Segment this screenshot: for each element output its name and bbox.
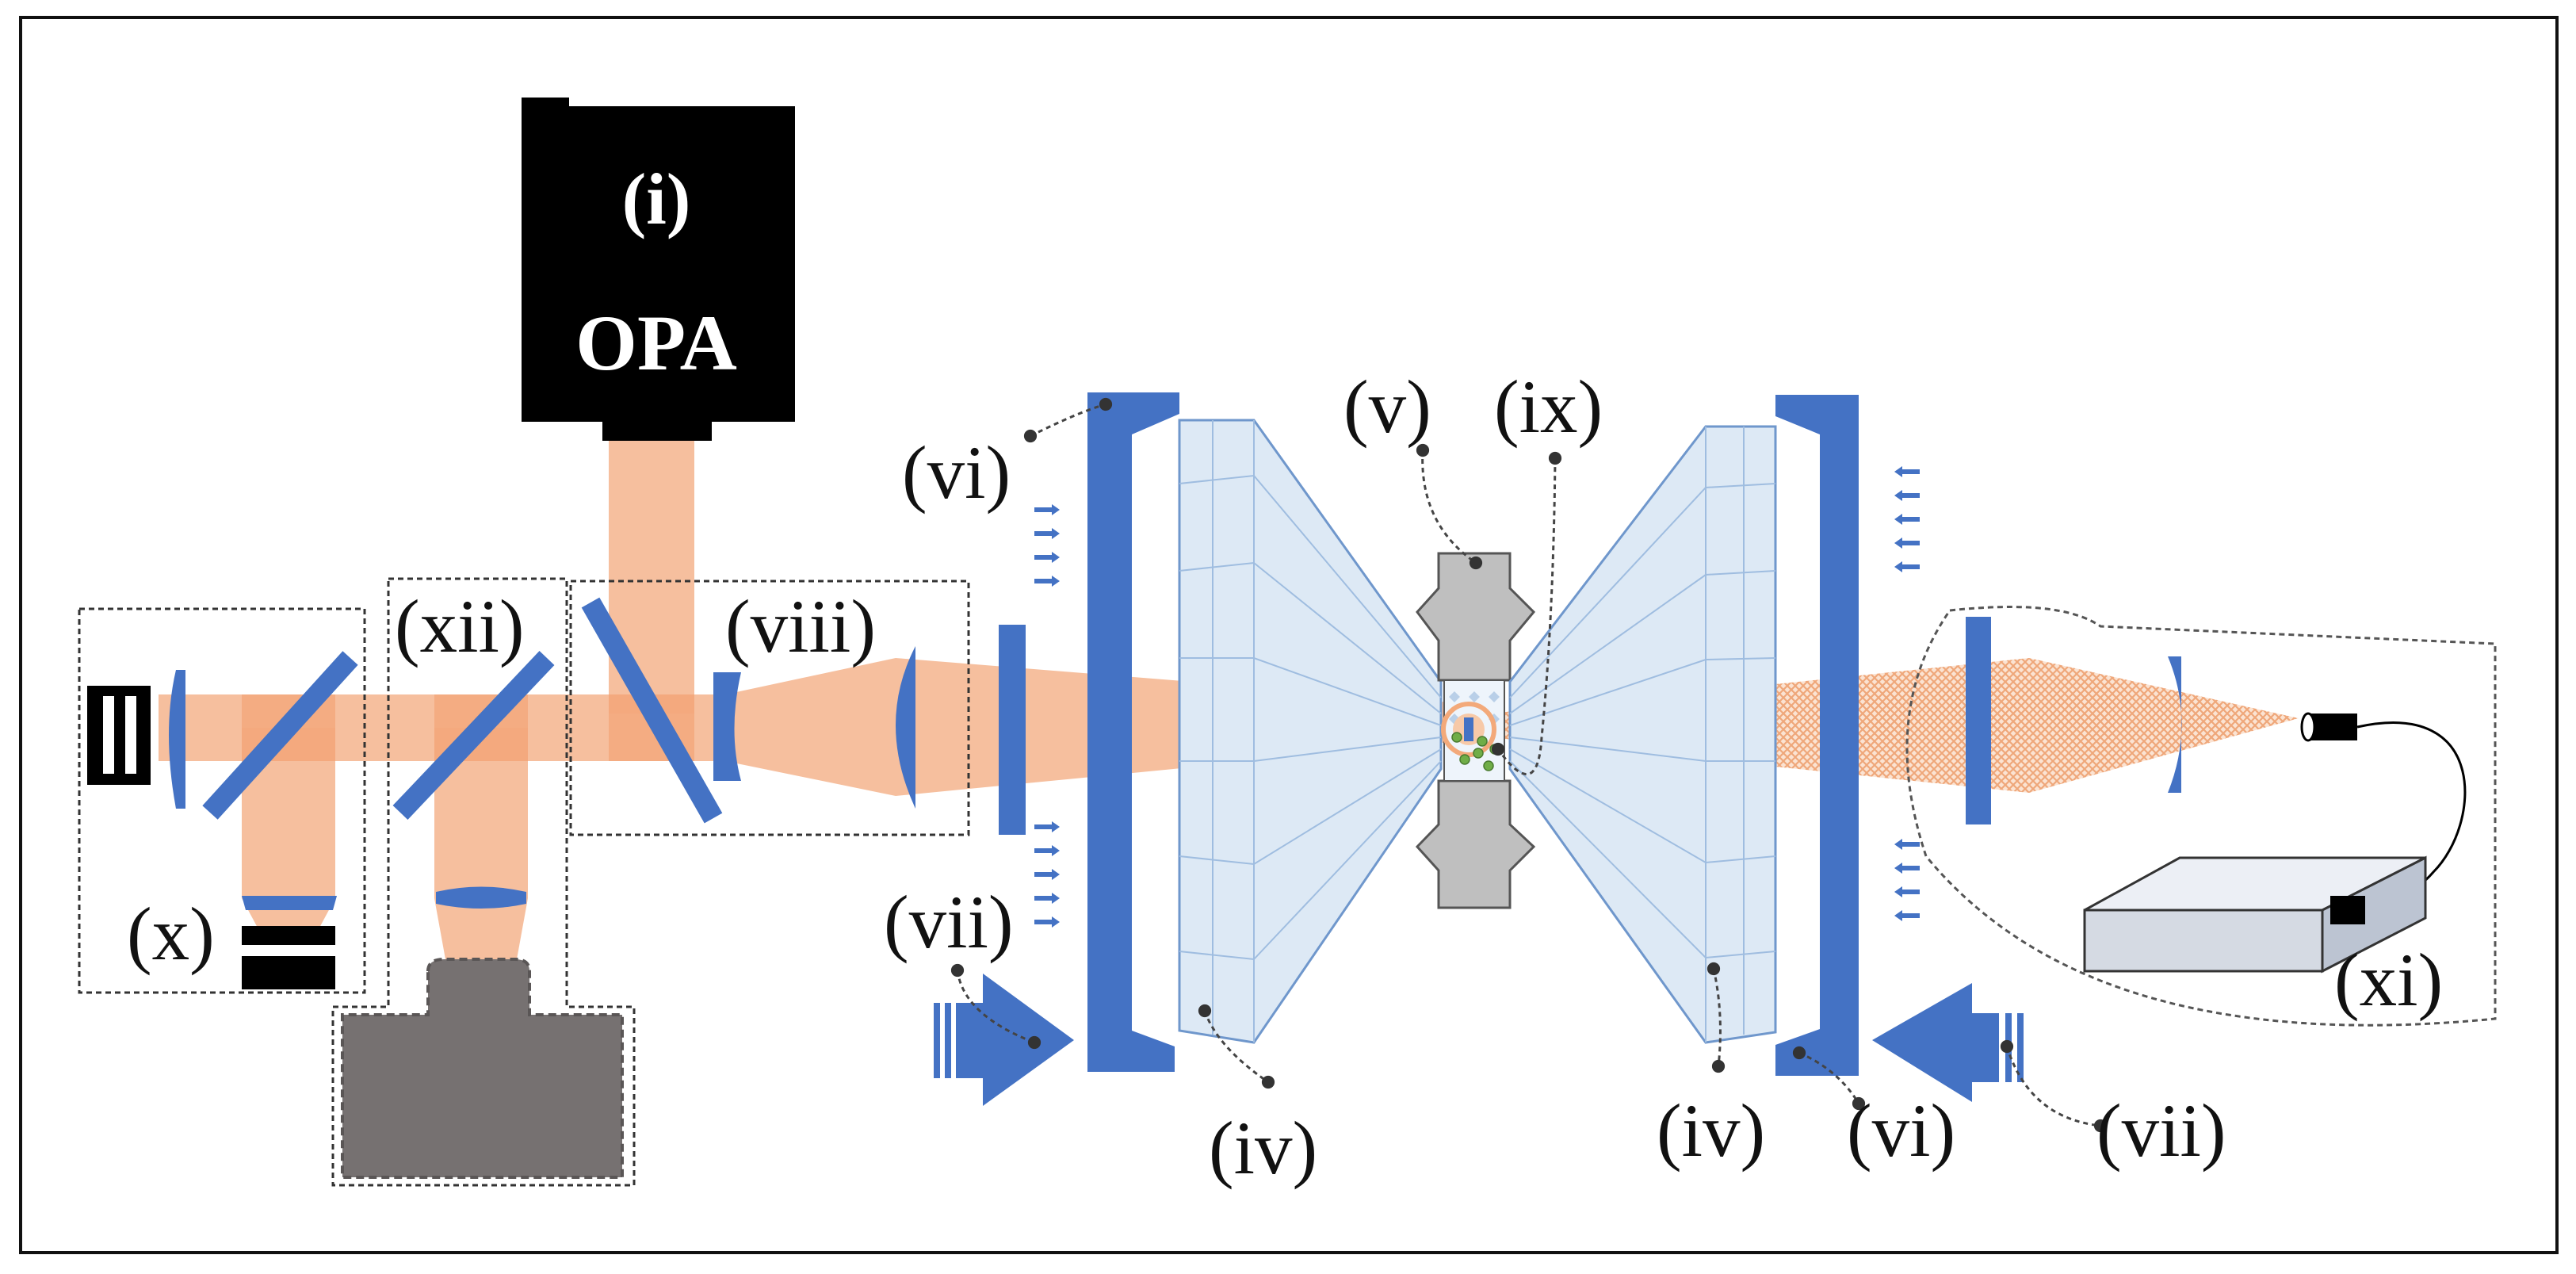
right-load-arrow <box>1872 983 2024 1102</box>
label-x: (x) <box>127 892 215 976</box>
left-seat <box>1087 392 1179 1072</box>
reference-lens <box>169 670 185 809</box>
left-pressure-arrows <box>1034 504 1060 928</box>
upper-gasket <box>1416 552 1536 682</box>
lower-gasket <box>1415 779 1536 909</box>
label-iv-right: (iv) <box>1657 1088 1765 1173</box>
left-load-arrow <box>934 974 1074 1106</box>
collection-lens <box>2168 656 2182 793</box>
reference-box <box>78 607 366 994</box>
output-window <box>1966 617 1991 824</box>
fiber-coupler <box>2308 714 2357 740</box>
focusing-lens-1 <box>713 672 741 781</box>
label-xii: (xii) <box>395 584 525 668</box>
label-vi-right: (vi) <box>1847 1088 1955 1173</box>
label-vi-left: (vi) <box>902 430 1011 515</box>
opa-source: (i) OPA <box>522 98 795 441</box>
label-vii-left: (vii) <box>884 880 1014 964</box>
camera-beamsplitter <box>392 651 555 820</box>
left-optics <box>78 577 1026 1187</box>
collection-optics <box>1905 606 2497 1027</box>
camera-box <box>331 577 636 1187</box>
leader-lines <box>950 397 2108 1133</box>
label-iv-left: (iv) <box>1209 1106 1317 1190</box>
label-viii: (viii) <box>725 584 876 668</box>
figure-frame <box>19 16 2559 1254</box>
opa-name-label: OPA <box>575 299 737 387</box>
reference-detector <box>87 686 151 785</box>
left-anvil <box>1178 419 1443 1044</box>
opa-roman-label: (i) <box>622 159 691 239</box>
label-vii-right: (vii) <box>2096 1088 2226 1173</box>
right-pressure-arrows <box>1894 466 1920 921</box>
spectrometer <box>2083 855 2427 974</box>
reference-focus-lens <box>242 896 337 910</box>
focusing-lens-2 <box>896 646 915 809</box>
right-anvil <box>1508 425 1777 1044</box>
label-xi: (xi) <box>2334 938 2443 1022</box>
gasket-sample-chamber <box>1415 552 1536 909</box>
camera-lens <box>436 886 526 909</box>
label-ix: (ix) <box>1494 365 1603 449</box>
reference-beamsplitter <box>202 651 358 820</box>
camera <box>341 958 624 1179</box>
bottom-detector <box>242 926 335 989</box>
steering-mirror <box>581 597 723 824</box>
input-window <box>999 625 1026 835</box>
label-v: (v) <box>1343 365 1431 449</box>
component-labels: (vi) (vii) (iv) (v) (ix) (iv) (vi) (vii)… <box>127 365 2443 1190</box>
focusing-box <box>569 580 970 836</box>
emission-beam <box>1490 658 2299 793</box>
spectrometer-boundary <box>1905 606 2497 1027</box>
right-seat <box>1775 395 1859 1076</box>
